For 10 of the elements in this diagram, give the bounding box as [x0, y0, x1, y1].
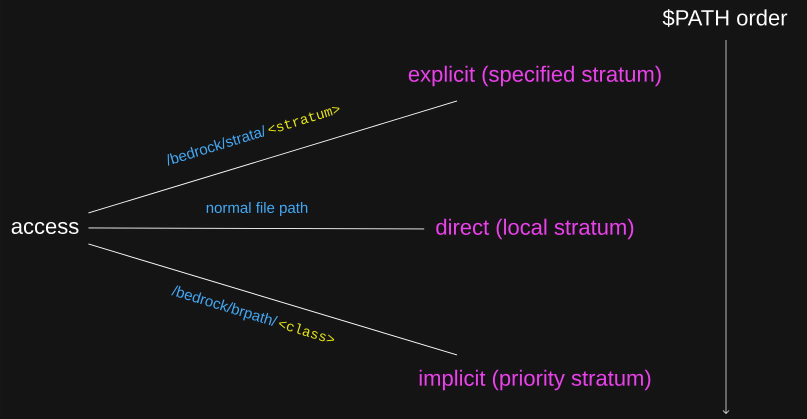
edge-label: normal file path	[206, 202, 308, 216]
connector-line	[88, 228, 425, 230]
node-label: implicit (priority stratum)	[420, 370, 650, 390]
axis-label: $PATH order	[662, 9, 788, 27]
connector-line	[88, 100, 458, 214]
node-label: access	[12, 222, 78, 234]
node-label: direct (local stratum)	[436, 218, 634, 240]
variable-name: <class>	[279, 322, 334, 342]
connector-line	[88, 244, 458, 356]
node-label: explicit (specified stratum)	[408, 66, 661, 86]
